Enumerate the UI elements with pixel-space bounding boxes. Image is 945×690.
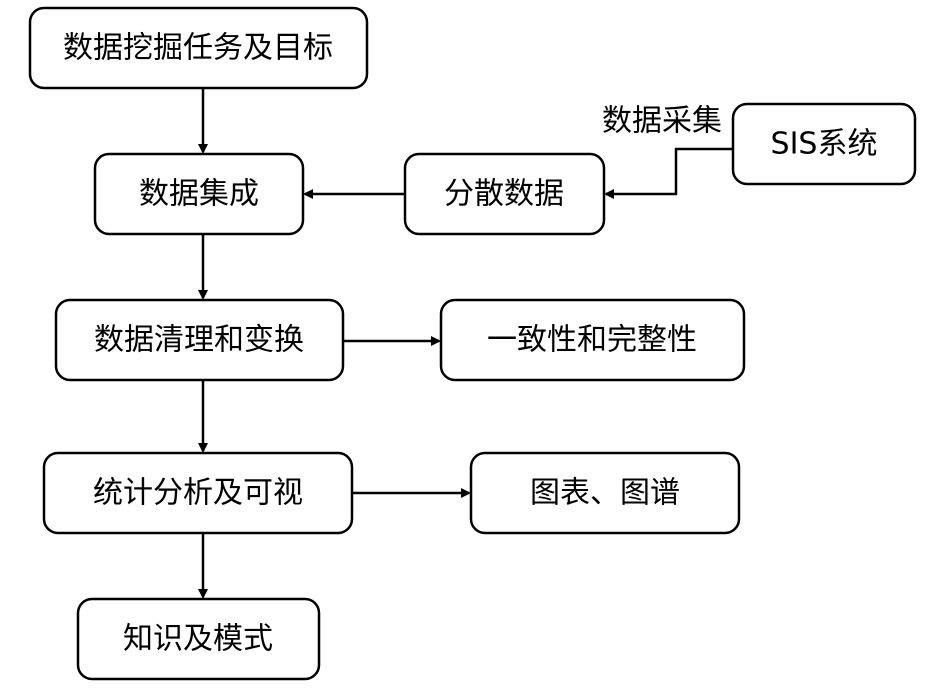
node-analysis: 统计分析及可视: [42, 451, 354, 535]
node-charts: 图表、图谱: [469, 451, 741, 535]
node-cleaning: 数据清理和变换: [54, 298, 345, 382]
node-cleaning-label: 数据清理和变换: [94, 323, 304, 358]
node-integration: 数据集成: [93, 152, 305, 236]
node-charts-label: 图表、图谱: [530, 476, 680, 511]
node-task: 数据挖掘任务及目标: [28, 6, 369, 90]
node-task-label: 数据挖掘任务及目标: [63, 31, 333, 66]
node-scattered: 分散数据: [403, 152, 606, 236]
node-sis-label: SIS系统: [771, 127, 878, 162]
node-knowledge: 知识及模式: [76, 597, 321, 681]
node-scattered-label: 分散数据: [444, 177, 564, 212]
node-analysis-label: 统计分析及可视: [93, 476, 303, 511]
node-consistency-label: 一致性和完整性: [487, 323, 697, 358]
edge-sis-to-scattered: [604, 147, 733, 199]
edge-label-collection: 数据采集: [602, 104, 722, 139]
node-integration-label: 数据集成: [139, 177, 259, 212]
node-consistency: 一致性和完整性: [439, 298, 746, 382]
node-sis: SIS系统: [731, 102, 917, 186]
node-knowledge-label: 知识及模式: [123, 622, 273, 657]
